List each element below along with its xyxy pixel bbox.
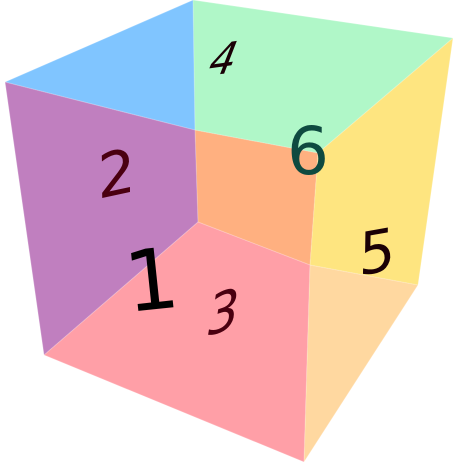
face-lower-right-panel	[304, 265, 418, 462]
watermark-text: 知乎 @小狮子	[358, 434, 440, 450]
cube-edges	[4, 0, 454, 463]
face-top-panel	[193, 0, 453, 153]
number-1-label: 1	[120, 229, 183, 332]
number-6-label: 6	[287, 113, 329, 190]
face-bottom-panel	[44, 222, 310, 462]
face-right-panel	[310, 38, 453, 285]
face-back-panel	[195, 130, 318, 265]
number-3-label: 3	[208, 275, 239, 350]
face-left-panel	[5, 82, 198, 355]
face-upper-left-panel	[5, 0, 195, 130]
